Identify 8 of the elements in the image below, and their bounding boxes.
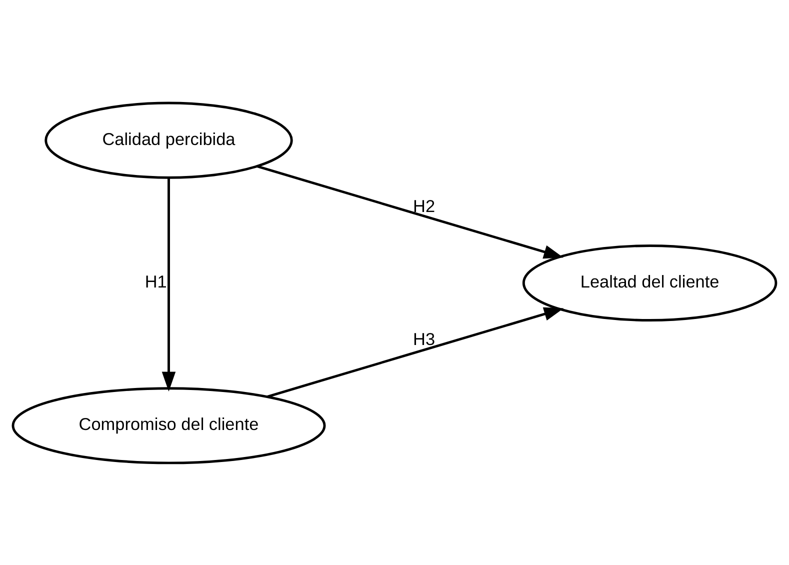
edge-label: H3 [413,328,436,348]
edge-label: H1 [144,271,167,292]
arrow [256,164,564,258]
arrow [162,177,176,392]
node-ellipse: Calidad percibida [44,101,293,178]
arrow [267,306,564,398]
node-ellipse: Compromiso del cliente [12,386,326,464]
edge-label: H2 [413,195,436,216]
